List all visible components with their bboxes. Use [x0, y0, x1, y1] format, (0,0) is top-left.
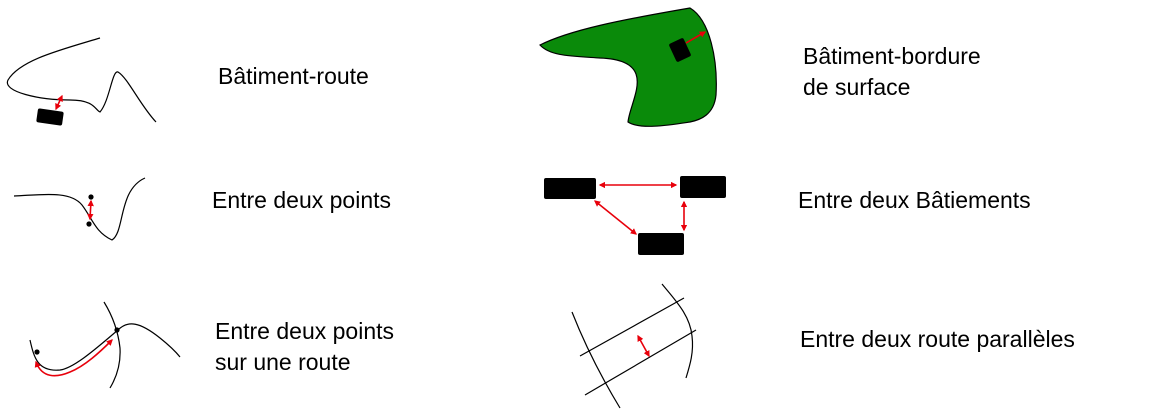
- road-line: [579, 297, 685, 357]
- crossing-road-line: [571, 311, 621, 409]
- point-marker: [34, 349, 40, 355]
- building-block: [544, 178, 596, 199]
- label-parallel-roads: Entre deux route parallèles: [800, 324, 1075, 355]
- building-surface-border-illustration: [539, 7, 717, 127]
- road-line: [6, 37, 157, 123]
- label-line: de surface: [803, 74, 911, 100]
- building-road-illustration: [6, 37, 157, 126]
- distance-arrow: [637, 334, 650, 358]
- label-building-road: Bâtiment-route: [218, 61, 369, 92]
- distance-arrow: [55, 94, 63, 111]
- label-line: sur une route: [215, 349, 351, 375]
- distance-arrow: [34, 339, 113, 377]
- building-block: [669, 38, 691, 62]
- label-two-buildings: Entre deux Bâtiements: [798, 185, 1031, 216]
- surface-polygon: [539, 7, 717, 127]
- distance-arrow: [594, 200, 637, 235]
- distance-arrow: [685, 31, 707, 44]
- label-building-surface-border: Bâtiment-bordure de surface: [803, 41, 981, 103]
- distance-arrow: [87, 199, 94, 221]
- curve-line: [13, 177, 146, 241]
- label-line: Bâtiment-bordure: [803, 43, 981, 69]
- label-line: Entre deux points: [212, 187, 392, 213]
- road-line: [584, 329, 697, 396]
- two-buildings-illustration: [544, 176, 726, 255]
- point-marker: [88, 194, 94, 200]
- two-points-illustration: [13, 177, 146, 241]
- building-block: [36, 108, 64, 126]
- label-two-points-on-road: Entre deux points sur une route: [215, 316, 394, 378]
- crossing-road-line: [661, 283, 694, 379]
- two-points-on-road-illustration: [29, 301, 181, 389]
- label-line: Entre deux Bâtiements: [798, 187, 1031, 213]
- point-marker: [114, 327, 120, 333]
- point-marker: [86, 221, 92, 227]
- building-block: [680, 176, 726, 198]
- crossing-road-line: [103, 301, 121, 389]
- parallel-roads-illustration: [571, 283, 697, 409]
- label-two-points: Entre deux points: [212, 185, 391, 216]
- label-line: Entre deux route parallèles: [800, 326, 1075, 352]
- label-line: Bâtiment-route: [218, 63, 369, 89]
- building-block: [638, 233, 684, 255]
- label-line: Entre deux points: [215, 318, 395, 344]
